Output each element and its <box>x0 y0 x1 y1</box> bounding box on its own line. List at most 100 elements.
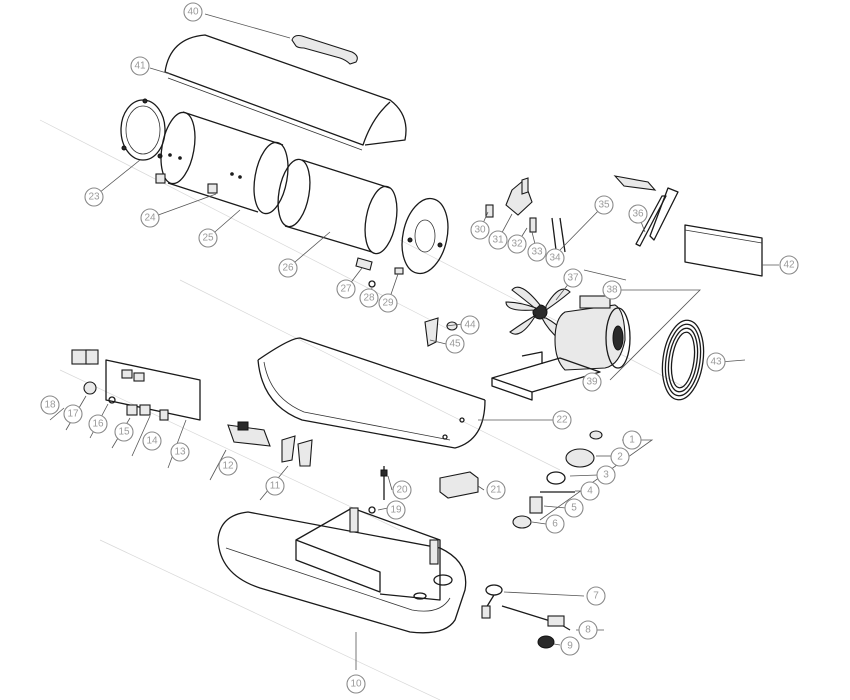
callout-40-label: 40 <box>187 7 199 18</box>
callout-30: 30 <box>470 220 490 240</box>
callout-9: 9 <box>560 636 580 656</box>
callout-4-label: 4 <box>587 486 593 497</box>
switch-parts <box>71 349 169 421</box>
control-panel-part <box>105 359 201 421</box>
callout-45-label: 45 <box>449 339 461 350</box>
callout-4: 4 <box>580 481 600 501</box>
callout-44: 44 <box>460 315 480 335</box>
callout-10: 10 <box>346 674 366 694</box>
sensor-parts <box>424 317 458 347</box>
callout-41-label: 41 <box>134 61 146 72</box>
callout-42-label: 42 <box>783 260 795 271</box>
plate-part <box>684 224 763 277</box>
callout-29: 29 <box>378 293 398 313</box>
bracket-35-part <box>613 175 657 191</box>
rear-cylinder-part <box>160 111 289 215</box>
callout-43: 43 <box>706 352 726 372</box>
callout-27: 27 <box>336 279 356 299</box>
callout-43-label: 43 <box>710 357 722 368</box>
callout-15-label: 15 <box>118 427 130 438</box>
callout-28: 28 <box>359 288 379 308</box>
fan-guard-part <box>661 319 705 401</box>
callout-17: 17 <box>63 404 83 424</box>
callout-19-label: 19 <box>390 505 402 516</box>
callout-5: 5 <box>564 498 584 518</box>
callout-29-label: 29 <box>382 298 394 309</box>
callout-31: 31 <box>488 230 508 250</box>
fuel-cap-parts <box>512 430 603 529</box>
callout-26: 26 <box>278 258 298 278</box>
callout-26-label: 26 <box>282 263 294 274</box>
callout-3: 3 <box>596 465 616 485</box>
motor-part <box>554 295 631 371</box>
callout-36: 36 <box>628 204 648 224</box>
callout-15: 15 <box>114 422 134 442</box>
callout-33-label: 33 <box>531 247 543 258</box>
callout-38: 38 <box>602 280 622 300</box>
callout-9-label: 9 <box>567 641 573 652</box>
callout-7-label: 7 <box>593 591 599 602</box>
callout-32: 32 <box>507 234 527 254</box>
callout-23-label: 23 <box>88 192 100 203</box>
fan-blade-part <box>505 286 571 341</box>
callout-22: 22 <box>552 410 572 430</box>
callout-2-label: 2 <box>617 452 623 463</box>
callout-31-label: 31 <box>492 235 504 246</box>
callout-10-label: 10 <box>350 679 362 690</box>
fuel-box-part <box>439 471 479 499</box>
callout-21: 21 <box>486 480 506 500</box>
motor-base-part <box>491 351 601 401</box>
filter-part <box>368 466 388 514</box>
lower-shell-part <box>257 337 486 449</box>
callout-14: 14 <box>142 431 162 451</box>
end-ring-part <box>120 98 166 161</box>
top-cover-part <box>164 34 407 151</box>
callout-24: 24 <box>140 208 160 228</box>
tank-accessories <box>481 584 571 649</box>
callout-1-label: 1 <box>629 435 635 446</box>
callout-37-label: 37 <box>567 273 579 284</box>
small-fittings-part <box>355 257 404 288</box>
handle-part <box>291 34 358 65</box>
callout-27-label: 27 <box>340 284 352 295</box>
callout-40: 40 <box>183 2 203 22</box>
callout-12-label: 12 <box>222 461 234 472</box>
callout-42: 42 <box>779 255 799 275</box>
callout-34-label: 34 <box>549 253 561 264</box>
callout-7: 7 <box>586 586 606 606</box>
callout-37: 37 <box>563 268 583 288</box>
callout-5-label: 5 <box>571 503 577 514</box>
callout-25: 25 <box>198 228 218 248</box>
callout-41: 41 <box>130 56 150 76</box>
callout-33: 33 <box>527 242 547 262</box>
callout-21-label: 21 <box>490 485 502 496</box>
callout-8: 8 <box>578 620 598 640</box>
callout-6: 6 <box>545 514 565 534</box>
callout-14-label: 14 <box>146 436 158 447</box>
callout-17-label: 17 <box>67 409 79 420</box>
callout-39: 39 <box>582 372 602 392</box>
clips-part <box>281 435 313 467</box>
callout-44-label: 44 <box>464 320 476 331</box>
callout-38-label: 38 <box>606 285 618 296</box>
tank-frame-part <box>295 507 441 601</box>
callout-32-label: 32 <box>511 239 523 250</box>
callout-13-label: 13 <box>174 447 186 458</box>
burner-flange-part <box>401 197 449 275</box>
callout-39-label: 39 <box>586 377 598 388</box>
callout-12: 12 <box>218 456 238 476</box>
callout-1: 1 <box>622 430 642 450</box>
electrodes-part <box>635 187 679 247</box>
brackets-part <box>155 173 218 194</box>
callout-35-label: 35 <box>598 200 610 211</box>
callout-35: 35 <box>594 195 614 215</box>
callout-18: 18 <box>40 395 60 415</box>
callout-6-label: 6 <box>552 519 558 530</box>
callout-28-label: 28 <box>363 293 375 304</box>
callout-16-label: 16 <box>92 419 104 430</box>
ignition-parts <box>485 177 566 253</box>
callout-11-label: 11 <box>270 481 281 492</box>
callout-8-label: 8 <box>585 625 591 636</box>
callout-30-label: 30 <box>474 225 486 236</box>
